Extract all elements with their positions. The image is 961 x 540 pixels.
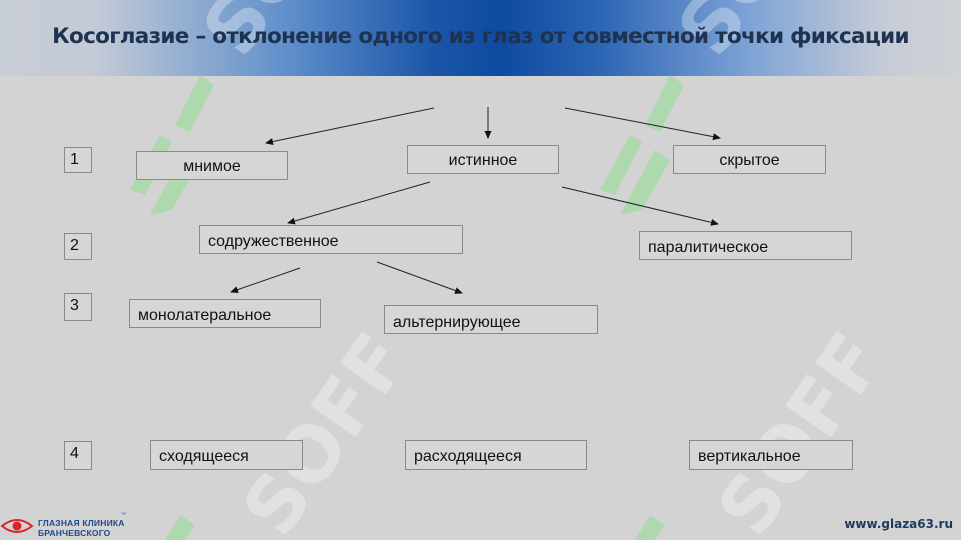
arrow-to-mnimoe	[265, 107, 435, 145]
level-number-1: 1	[64, 147, 92, 173]
arrow-to-paraliticheskoe	[561, 186, 719, 226]
logo-line1: ГЛАЗНАЯ КЛИНИКА	[38, 518, 125, 528]
level-number-4: 4	[64, 441, 92, 470]
box-alterniruyushchee: альтернирующее	[384, 305, 598, 334]
site-url[interactable]: www.glaza63.ru	[844, 517, 953, 531]
box-paraliticheskoe: паралитическое	[639, 231, 852, 260]
arrow-to-skrytoe	[564, 107, 721, 141]
box-raskhodyashcheesya: расходящееся	[405, 440, 587, 470]
arrow-to-alterniruyushchee	[376, 261, 463, 294]
clinic-logo: ГЛАЗНАЯ КЛИНИКА БРАНЧЕВСКОГО ™	[0, 512, 140, 540]
box-mnimoe: мнимое	[136, 151, 288, 180]
arrow-to-monolateralnoe	[230, 267, 301, 294]
slide-title: Косоглазие – отклонение одного из глаз о…	[52, 24, 909, 49]
logo-trademark: ™	[121, 512, 126, 518]
eye-icon	[0, 519, 34, 533]
level-number-2: 2	[64, 233, 92, 260]
box-skrytoe: скрытое	[673, 145, 826, 174]
watermark-shape	[130, 75, 684, 540]
arrow-to-sodruzhestvennoe	[287, 181, 431, 225]
box-sodruzhestvennoe: содружественное	[199, 225, 463, 254]
box-skhodyashcheesya: сходящееся	[150, 440, 303, 470]
box-vertikalnoe: вертикальное	[689, 440, 853, 470]
header-band	[0, 0, 961, 76]
logo-line2: БРАНЧЕВСКОГО	[38, 528, 111, 538]
box-istinnoe: истинное	[407, 145, 559, 174]
level-number-3: 3	[64, 293, 92, 321]
box-monolateralnoe: монолатеральное	[129, 299, 321, 328]
